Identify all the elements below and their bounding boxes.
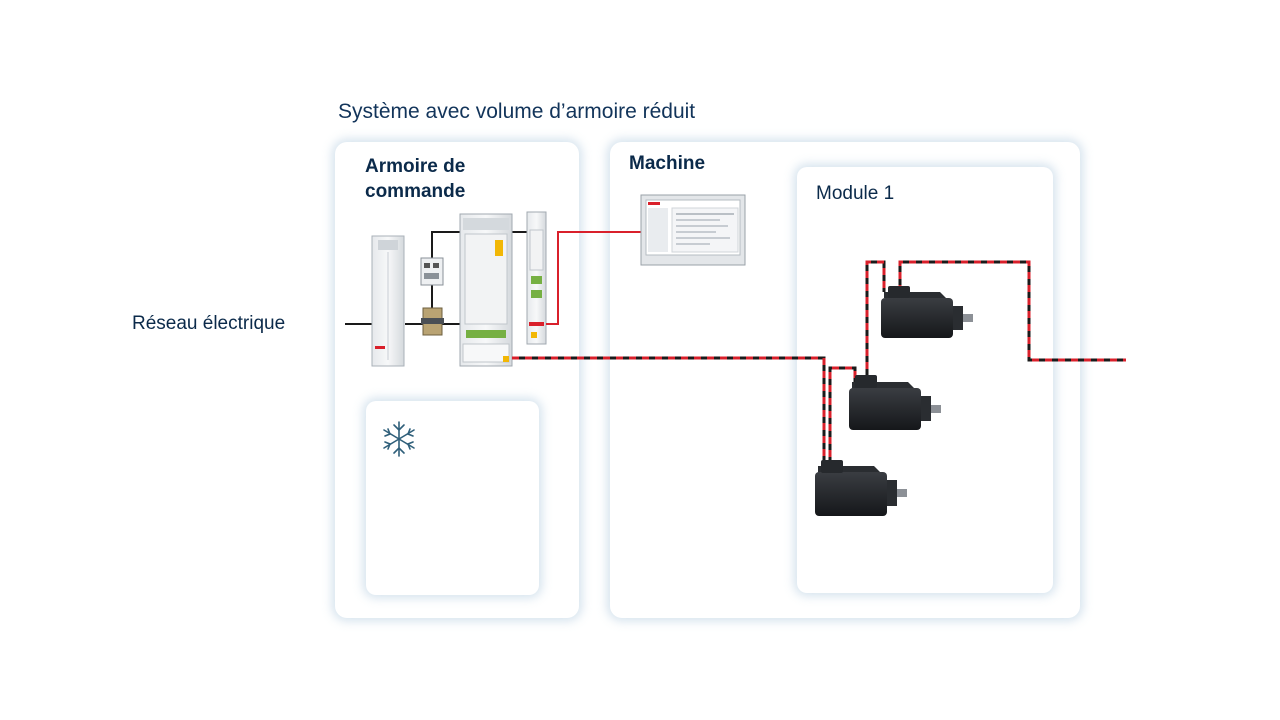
module-title: Module 1 [816,183,895,204]
snowflake-icon [383,421,415,457]
contactor-device [420,257,444,286]
hmi-network-cable [546,231,641,325]
control-cabinet-title-line2: commande [365,181,466,202]
hmi-panel-device [640,194,746,266]
control-cabinet-title-line1: Armoire de [365,156,466,177]
diagram-title: Système avec volume d’armoire réduit [338,100,696,123]
hybrid-cable-motor1 [865,260,886,382]
hybrid-cable-out [898,260,1126,362]
servo-motor-3 [815,460,907,516]
servo-motor-2 [849,375,941,430]
contactor-line [431,231,460,258]
hybrid-cable-motor2 [828,366,857,470]
control-cabinet-title: Armoire de commande [365,154,465,204]
cooling-unit-panel [366,401,539,595]
servo-motor-1 [881,286,973,338]
machine-title: Machine [629,153,706,174]
choke-device [421,307,444,336]
control-section-device [526,211,547,345]
mains-filter-device [371,235,405,367]
drive-controller-device [459,213,513,367]
hybrid-cable-main [512,356,826,470]
power-grid-label: Réseau électrique [132,313,286,334]
module-panel [797,167,1053,593]
